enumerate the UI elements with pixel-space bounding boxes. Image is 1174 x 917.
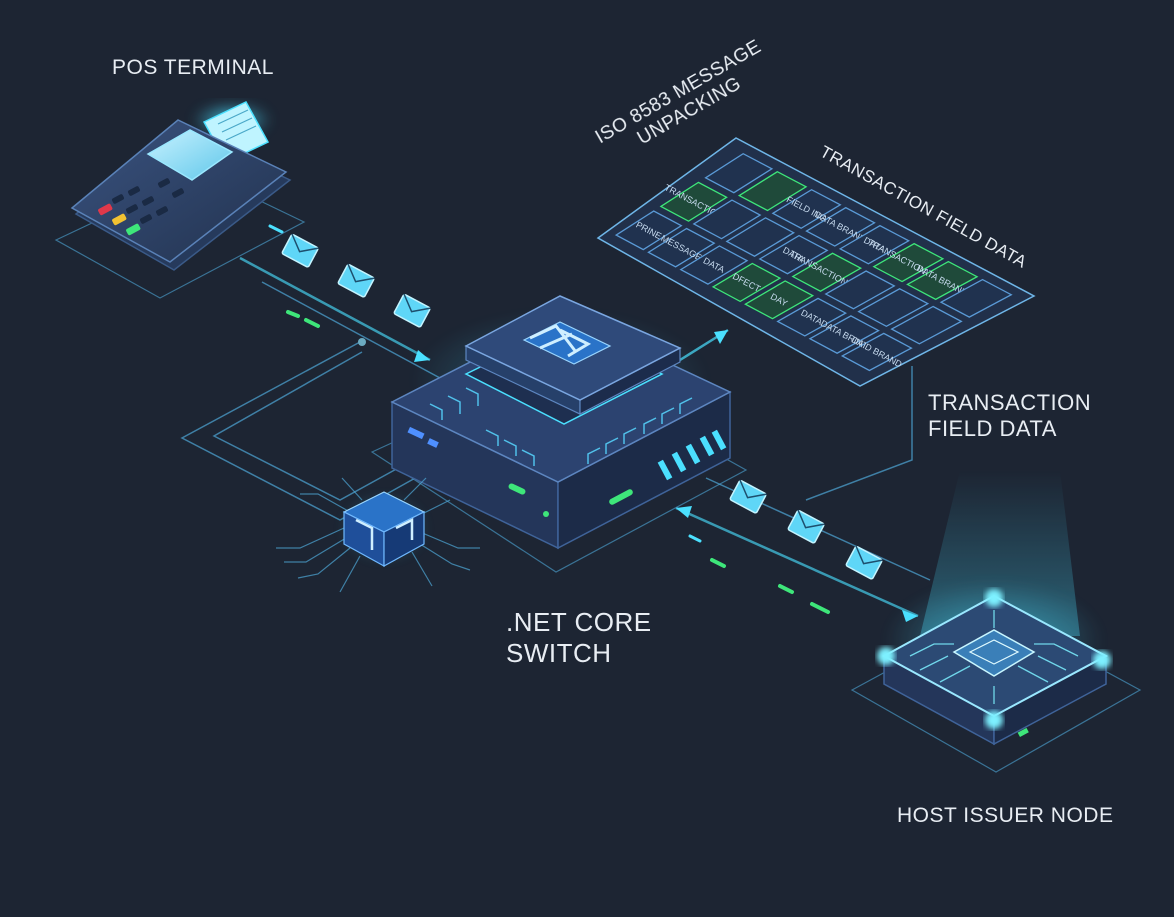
grid-cell: [737, 170, 808, 212]
grid-cell: [679, 245, 749, 285]
grid-cell: [840, 332, 913, 372]
switch-status-bars: [657, 429, 727, 481]
grid-cell: [857, 288, 930, 328]
transaction-field-data-label: TRANSACTION FIELD DATA: [928, 390, 1092, 441]
grid-cell: [776, 297, 848, 337]
switch-circuit-traces: [429, 387, 693, 466]
pos-to-switch-line: [239, 256, 431, 362]
grid-cell: [791, 252, 863, 292]
envelope-icon: [729, 479, 767, 514]
host-issuer-node-label: HOST ISSUER NODE: [897, 804, 1114, 827]
envelope-icon: [281, 233, 319, 268]
grid-cell: [647, 227, 716, 268]
grid-cell: [838, 224, 911, 265]
grid-to-label-line: [805, 366, 913, 501]
grid-cell: [744, 280, 815, 320]
pos-terminal[interactable]: [54, 101, 306, 299]
envelope-icon: [787, 509, 825, 544]
grid-cell: [725, 217, 795, 257]
envelope-icon: [337, 263, 375, 298]
arrow-to-grid: [714, 330, 728, 344]
pos-screen: [146, 129, 234, 181]
grid-cell: [758, 234, 829, 275]
chip-traces: [276, 477, 480, 593]
arrow-to-switch-from-host: [676, 506, 692, 518]
grid-cell: [824, 270, 896, 310]
pos-terminal-label: POS TERMINAL: [112, 56, 274, 79]
loop-line-inner: [212, 351, 421, 501]
grid-cell: [890, 305, 963, 345]
data-dashes: [268, 224, 830, 614]
switch-to-host-line: [675, 506, 919, 618]
grid-cell: [704, 152, 774, 194]
net-core-switch-label: .NET CORE SWITCH: [506, 607, 652, 668]
grid-cell: [808, 315, 880, 354]
framework-chip: [276, 477, 480, 593]
grid-cell: [872, 242, 945, 283]
envelope-icon: [845, 545, 883, 580]
grid-cell: [711, 262, 782, 303]
grid-cell: [805, 206, 876, 247]
net-core-switch[interactable]: [370, 295, 748, 573]
grid-cell: [906, 260, 979, 301]
envelopes: [281, 233, 883, 580]
envelope-icon: [393, 293, 431, 328]
net-logo-icon: [522, 321, 612, 365]
grid-cell: [692, 199, 762, 240]
grid-cell: [614, 210, 683, 251]
grid-cell: [939, 278, 1013, 318]
host-issuer-node[interactable]: [850, 470, 1142, 773]
grid-cell: [659, 181, 728, 222]
host-circuit-traces: [909, 610, 1079, 704]
junction-dot: [358, 338, 366, 346]
pos-keypad[interactable]: [97, 178, 185, 236]
pos-to-switch-line-2: [261, 281, 441, 379]
loop-line-outer: [180, 341, 427, 521]
grid-cell: [771, 188, 842, 230]
host-core-chip: [952, 629, 1036, 677]
